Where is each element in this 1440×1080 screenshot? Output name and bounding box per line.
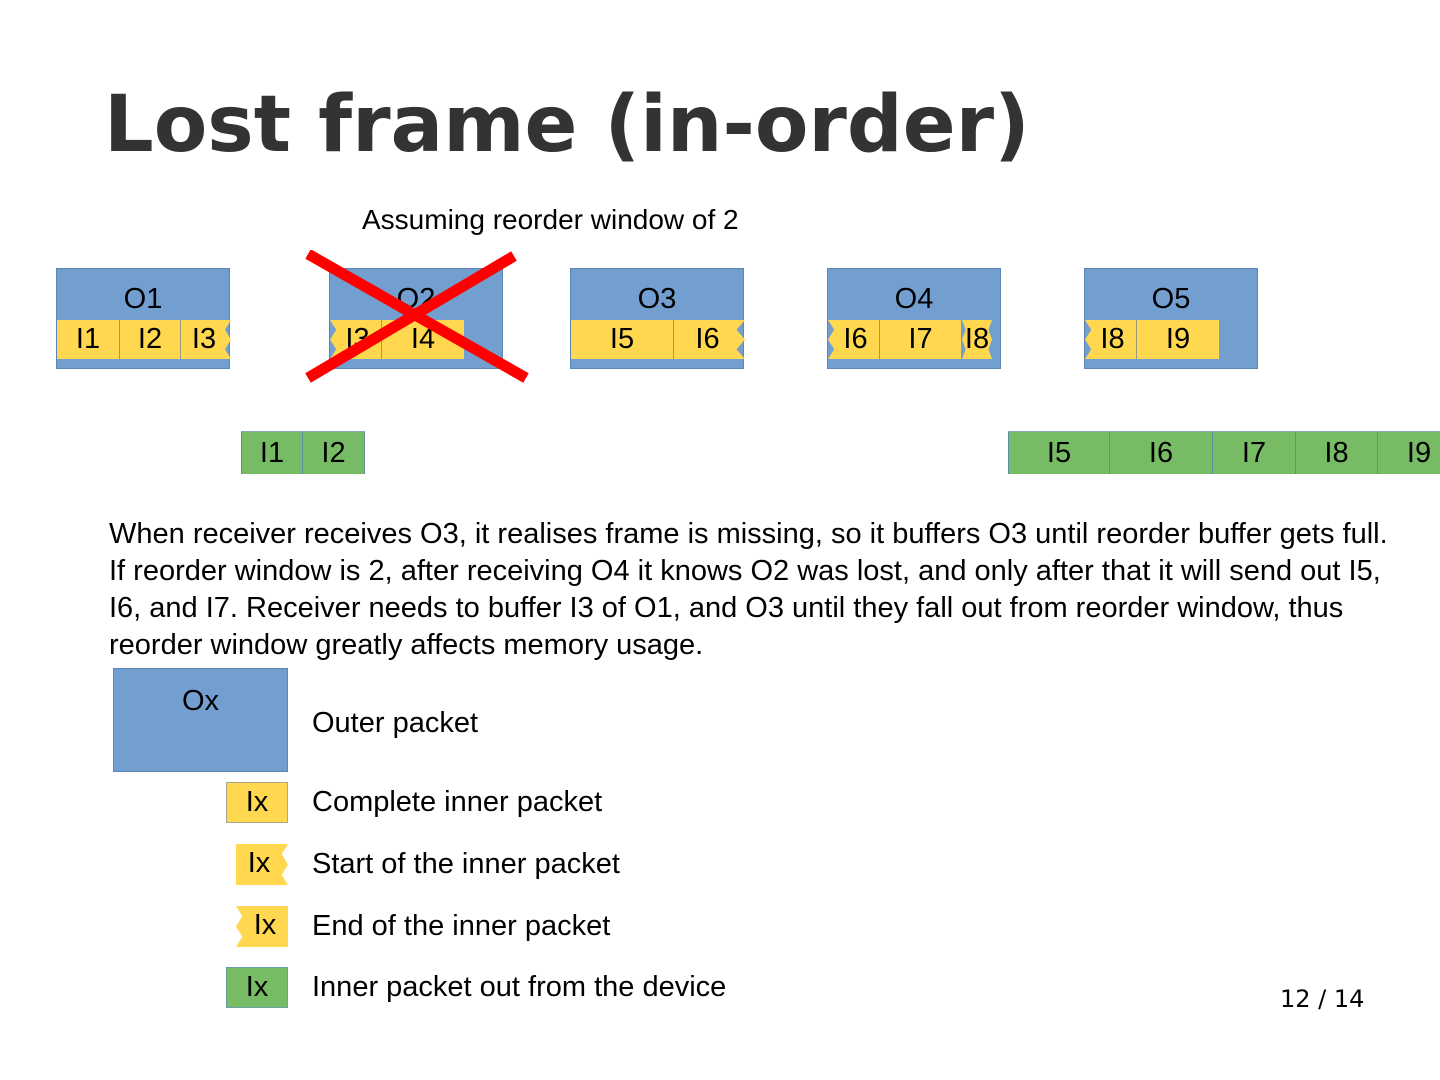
outer-packet-label: O1 [123, 283, 163, 315]
inner-packet-complete: I7 [880, 320, 962, 359]
legend-start-swatch: Ix [236, 844, 288, 885]
outer-packet-o5: O5 I8 I9 [1084, 268, 1258, 369]
legend-outer-swatch: Ox [113, 668, 288, 772]
inner-packet-start: I6 [674, 320, 745, 359]
legend-start-text: Start of the inner packet [312, 848, 620, 880]
output-packet: I8 [1296, 432, 1378, 474]
page-number: 12 / 14 [1280, 985, 1365, 1013]
legend-out-swatch: Ix [226, 967, 288, 1008]
inner-packet-complete: I5 [571, 320, 674, 359]
inner-packet-complete: I2 [120, 320, 181, 359]
output-packet: I7 [1213, 432, 1296, 474]
outer-packet-o3: O3 I5 I6 [570, 268, 745, 369]
slide-title: Lost frame (in-order) [104, 80, 1030, 170]
explanation-paragraph: When receiver receives O3, it realises f… [109, 518, 1388, 661]
outer-packet-label: O4 [894, 283, 934, 315]
legend-end-text: End of the inner packet [312, 910, 611, 942]
output-group-2: I5 I6 I7 I8 I9 [1008, 431, 1440, 474]
output-packet: I9 [1378, 432, 1440, 474]
output-packet: I1 [241, 432, 303, 474]
inner-packet-end: I3 [330, 320, 382, 359]
output-packet: I6 [1110, 432, 1213, 474]
inner-packet-complete: I1 [57, 320, 120, 359]
outer-packet-label: O5 [1151, 283, 1191, 315]
legend-complete-text: Complete inner packet [312, 786, 603, 818]
inner-packet-end: I8 [1085, 320, 1137, 359]
outer-packet-o4: O4 I6 I7 I8 [827, 268, 1001, 369]
diagram-subtitle: Assuming reorder window of 2 [362, 204, 739, 235]
legend-end-swatch: Ix [236, 906, 288, 947]
inner-packet-complete: I9 [1137, 320, 1219, 359]
outer-packet-o2: O2 I3 I4 [329, 268, 503, 369]
outer-packet-o1: O1 I1 I2 I3 [56, 268, 231, 369]
inner-packet-start: I8 [962, 320, 992, 359]
legend-out-text: Inner packet out from the device [312, 971, 727, 1003]
legend-outer-text: Outer packet [312, 707, 479, 739]
inner-packet-end: I6 [828, 320, 880, 359]
outer-packet-label: O2 [396, 283, 436, 315]
output-group-1: I1 I2 [241, 431, 365, 474]
inner-packet-start: I3 [181, 320, 231, 359]
output-packet: I5 [1008, 432, 1110, 474]
inner-packet-complete: I4 [382, 320, 464, 359]
output-packet: I2 [303, 432, 365, 474]
legend-complete-swatch: Ix [226, 782, 288, 823]
outer-packet-label: O3 [637, 283, 677, 315]
